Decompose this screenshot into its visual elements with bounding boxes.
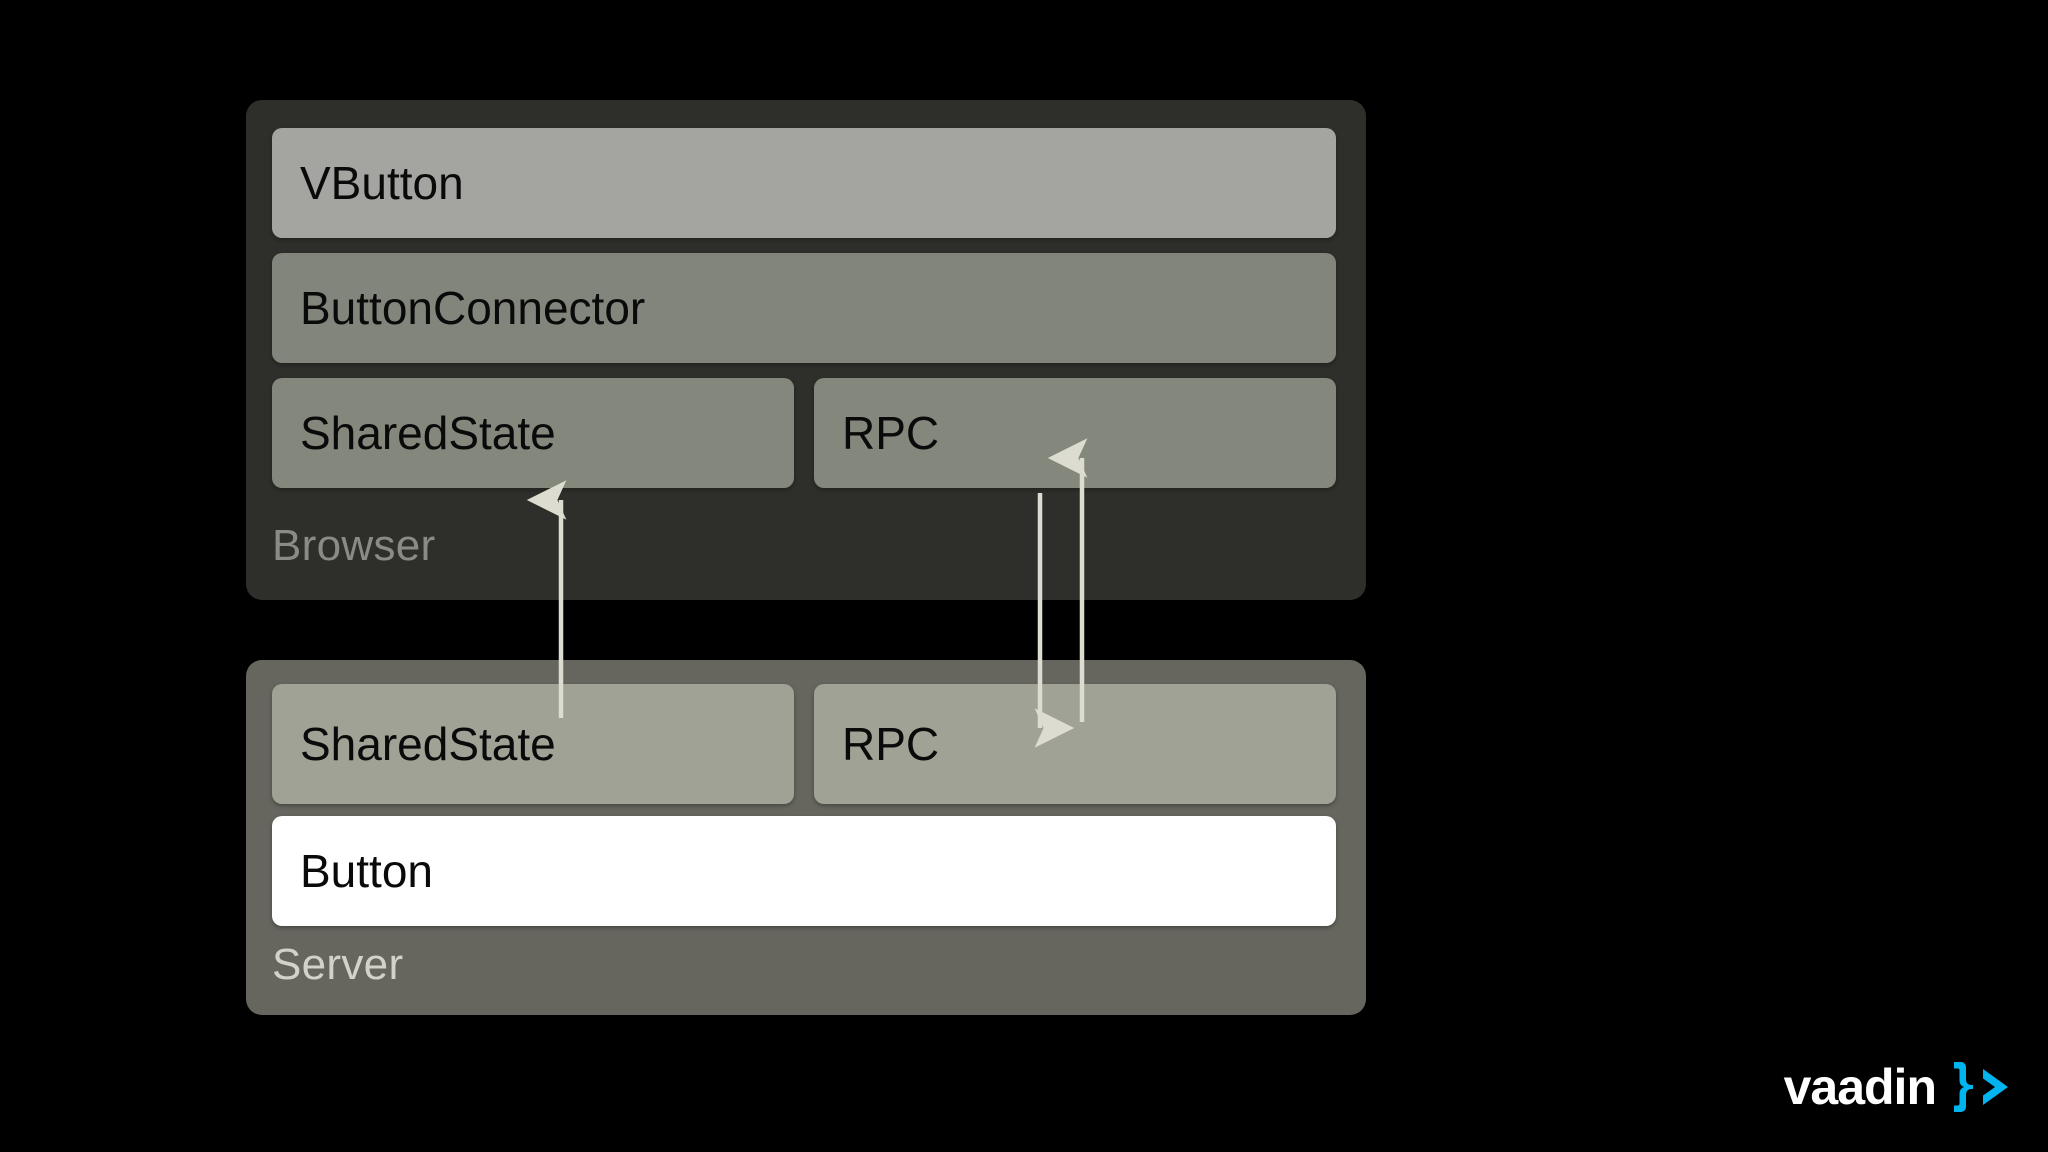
browser-panel-label: Browser [272,521,436,570]
box-button-connector[interactable]: ButtonConnector [272,253,1336,363]
box-vbutton[interactable]: VButton [272,128,1336,238]
box-button[interactable]: Button [272,816,1336,926]
server-panel: SharedState RPC Button Server [246,660,1366,1015]
server-panel-label: Server [272,940,404,989]
box-server-rpc[interactable]: RPC [814,684,1336,804]
vaadin-logo: vaadin [1784,1060,2012,1114]
box-browser-rpc[interactable]: RPC [814,378,1336,488]
browser-panel: VButton ButtonConnector SharedState RPC … [246,100,1366,600]
vaadin-wordmark: vaadin [1783,1059,1937,1115]
box-server-shared-state[interactable]: SharedState [272,684,794,804]
vaadin-bracket-arrow-icon [1954,1062,2008,1112]
box-browser-shared-state[interactable]: SharedState [272,378,794,488]
